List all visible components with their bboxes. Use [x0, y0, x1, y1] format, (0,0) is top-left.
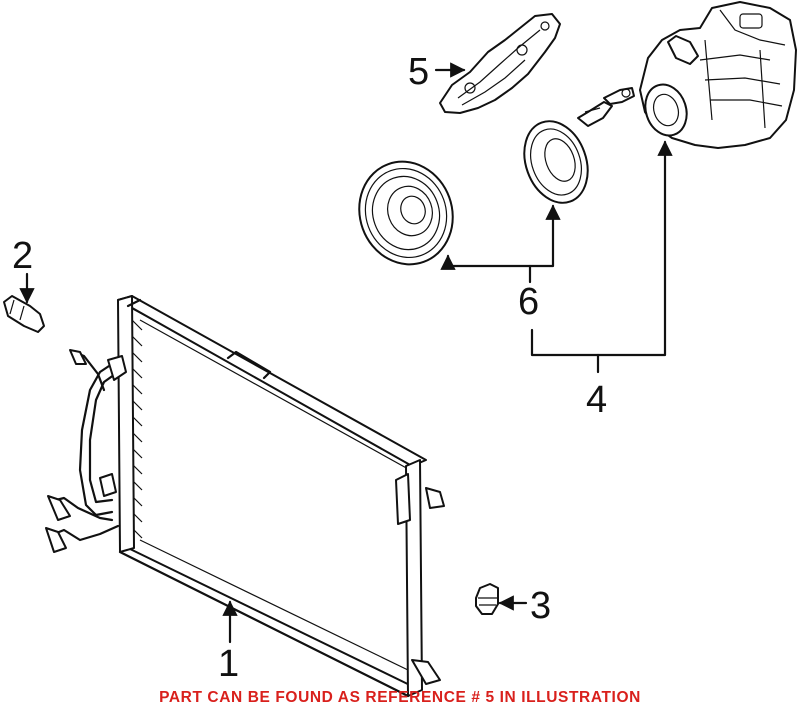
- callout-2: 2: [12, 235, 33, 277]
- reference-note: PART CAN BE FOUND AS REFERENCE # 5 IN IL…: [159, 689, 641, 706]
- leader-6b: [528, 204, 561, 268]
- part-6-pulley[interactable]: [345, 148, 467, 277]
- leader-6a: [440, 254, 532, 284]
- part-6-clutch-coil[interactable]: [577, 87, 635, 127]
- leader-4a: [530, 328, 600, 374]
- leader-4b: [596, 140, 673, 357]
- part-5-bracket[interactable]: [439, 13, 561, 114]
- part-1-condenser[interactable]: [45, 295, 445, 698]
- callout-5: 5: [408, 51, 429, 93]
- part-6-clutch-plate[interactable]: [513, 112, 598, 211]
- part-4-compressor[interactable]: [639, 1, 797, 149]
- callout-6: 6: [518, 281, 539, 323]
- callout-4: 4: [586, 379, 607, 421]
- callout-1: 1: [218, 643, 239, 685]
- callout-3: 3: [530, 585, 551, 627]
- part-2-switch[interactable]: [3, 295, 45, 333]
- part-3-plug[interactable]: [475, 583, 499, 615]
